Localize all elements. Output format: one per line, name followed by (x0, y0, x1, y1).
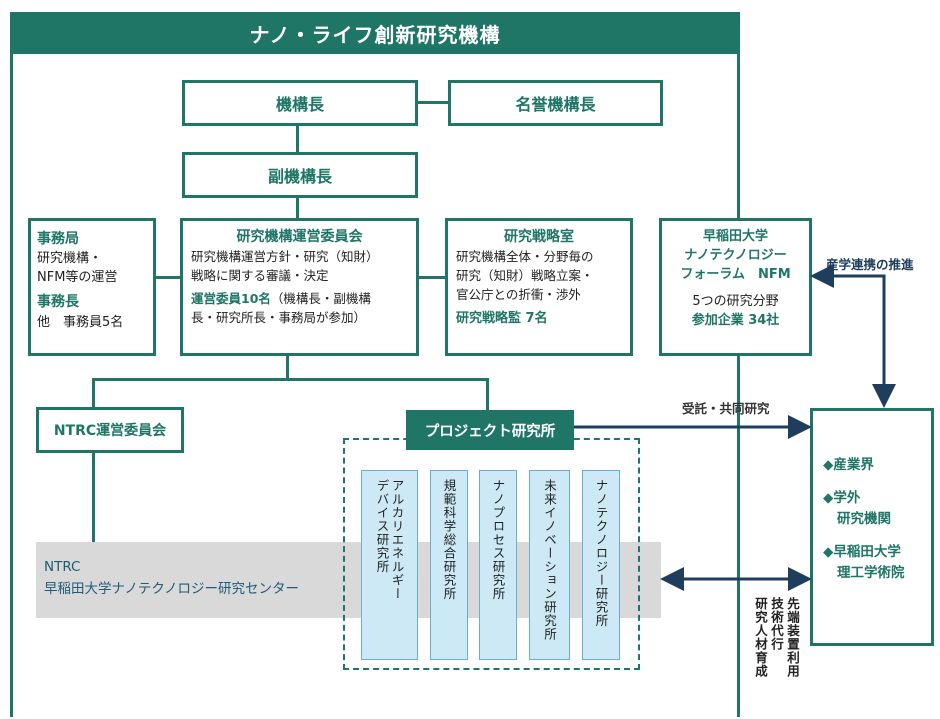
kikoucho-box: 機構長 (182, 80, 418, 126)
unei-members-rest-1: （機構長・副機構 (270, 291, 371, 306)
senryaku-box: 研究戦略室 研究機構全体・分野毎の 研究（知財）戦略立案・ 官公庁との折衝・渉外… (445, 218, 633, 356)
kikoucho-label: 機構長 (275, 95, 324, 114)
nfm-line-3: フォーラム NFM (680, 267, 791, 282)
ntrc-line-2: 早稲田大学ナノテクノロジー研究センター (44, 581, 300, 597)
senryaku-title: 研究戦略室 (504, 229, 574, 245)
vertical-label-sentan: 先端装置利用 (785, 597, 800, 678)
institute-column: 未来イノベーション研究所 (529, 470, 570, 660)
institute-label: アルカリエネルギー デバイス研究所 (374, 479, 405, 601)
fuku-box: 副機構長 (182, 152, 418, 198)
vertical-label-jinzai: 研究人材育成 (753, 597, 768, 678)
nfm-line-1: 早稲田大学 (702, 229, 768, 244)
meiyo-box: 名誉機構長 (448, 80, 663, 126)
connector-kikoucho-meiyo (416, 101, 450, 104)
vertical-label-gijutsu: 技術代行 (769, 597, 784, 651)
jimukyoku-staff: 他 事務員5名 (37, 315, 124, 330)
institute-column: ナノテクノロジー研究所 (582, 470, 620, 660)
sangaku-label: 産学連携の推進 (826, 257, 914, 272)
jimukyoku-sub: 事務長 (37, 294, 79, 310)
ntrc-band-text: NTRC 早稲田大学ナノテクノロジー研究センター (44, 556, 299, 600)
institute-column: 規範科学総合研究所 (430, 470, 468, 660)
arrow-sangaku (810, 264, 896, 408)
external-item-3b: 理工学術院 (837, 565, 905, 581)
senryaku-desc-2: 研究（知財）戦略立案・ (456, 268, 594, 283)
institute-label: ナノプロセス研究所 (490, 479, 506, 601)
nfm-line-2: ナノテクノロジー (684, 248, 787, 263)
connector-vertical-right (737, 355, 740, 717)
senryaku-desc-1: 研究機構全体・分野毎の (456, 249, 594, 264)
project-header: プロジェクト研究所 (406, 410, 574, 450)
external-box: ◆産業界 ◆学外 研究機関 ◆早稲田大学 理工学術院 (810, 408, 934, 646)
nfm-box: 早稲田大学 ナノテクノロジー フォーラム NFM 5つの研究分野 参加企業 34… (659, 218, 812, 356)
nfm-companies: 参加企業 34社 (691, 313, 780, 328)
jimukyoku-desc-2: NFM等の運営 (37, 270, 118, 285)
ntrc-unei-label: NTRC運営委員会 (53, 423, 167, 439)
connector-unei-jimu (154, 276, 182, 279)
institute-label: 未来イノベーション研究所 (542, 479, 557, 641)
unei-members-rest-2: 長・研究所長・事務局が参加） (191, 310, 367, 325)
unei-members-highlight: 運営委員10名 (191, 291, 271, 306)
connector-branch-horizontal (92, 378, 489, 381)
connector-to-project (486, 378, 489, 410)
institute-column: アルカリエネルギー デバイス研究所 (361, 470, 418, 660)
project-label: プロジェクト研究所 (424, 423, 556, 440)
unei-members: 運営委員10名（機構長・副機構 (191, 289, 408, 308)
jutaku-label: 受託・共同研究 (682, 401, 770, 416)
organization-title: ナノ・ライフ創新研究機構 (10, 12, 740, 54)
institute-label: 規範科学総合研究所 (441, 479, 457, 601)
jimukyoku-desc-1: 研究機構・ (37, 251, 103, 266)
connector-to-ntrc-unei (92, 378, 95, 408)
institute-label: ナノテクノロジー研究所 (593, 479, 609, 628)
connector-ntrc-unei-down (92, 452, 95, 544)
external-item-3a: ◆早稲田大学 (823, 544, 901, 560)
meiyo-label: 名誉機構長 (515, 95, 596, 114)
connector-fuku-unei (296, 196, 299, 220)
external-item-2a: ◆学外 (823, 490, 861, 506)
ntrc-unei-box: NTRC運営委員会 (36, 407, 184, 453)
unei-desc-2: 戦略に関する審議・決定 (191, 268, 329, 283)
senryaku-sub: 研究戦略監 7名 (456, 311, 548, 326)
jimukyoku-box: 事務局 研究機構・ NFM等の運営 事務長 他 事務員5名 (28, 218, 156, 356)
connector-unei-down (286, 355, 289, 380)
connector-unei-senryaku (417, 276, 447, 279)
external-item-2b: 研究機関 (837, 511, 891, 527)
external-item-1: ◆産業界 (823, 457, 874, 473)
connector-kikoucho-fuku (296, 125, 299, 155)
unei-desc-1: 研究機構運営方針・研究（知財） (191, 249, 379, 264)
fuku-label: 副機構長 (267, 167, 332, 186)
unei-title: 研究機構運営委員会 (236, 229, 363, 245)
institute-column: ナノプロセス研究所 (479, 470, 517, 660)
jimukyoku-title: 事務局 (37, 231, 79, 247)
unei-box: 研究機構運営委員会 研究機構運営方針・研究（知財） 戦略に関する審議・決定 運営… (180, 218, 419, 356)
nfm-fields: 5つの研究分野 (692, 294, 779, 309)
senryaku-desc-3: 官公庁との折衝・渉外 (456, 287, 581, 302)
ntrc-line-1: NTRC (44, 559, 81, 575)
